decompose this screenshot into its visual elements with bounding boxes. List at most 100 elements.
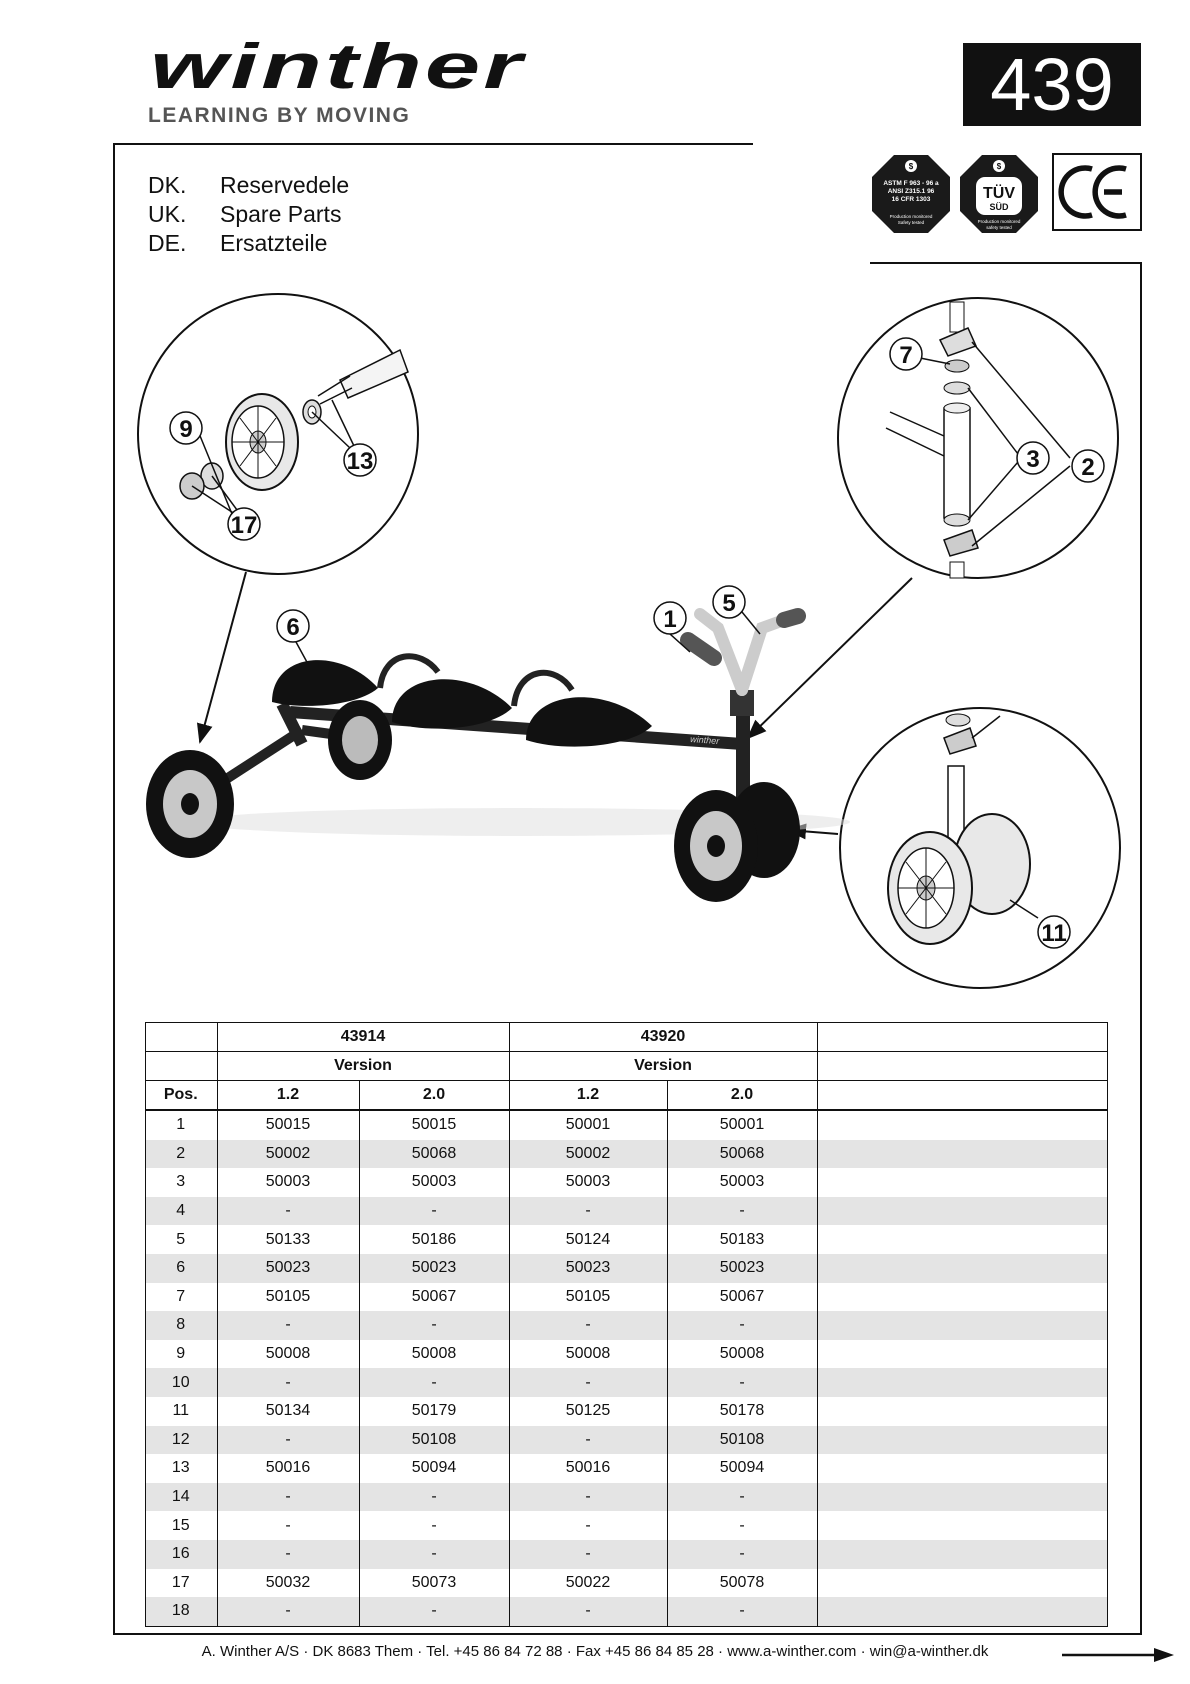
ce-mark-icon [1058, 165, 1127, 219]
part-number-cell: 50032 [216, 1568, 359, 1598]
position-cell: 14 [145, 1482, 217, 1512]
empty-cell [816, 1396, 1108, 1426]
part-number-cell: 50179 [358, 1396, 509, 1426]
part-number-cell: 50108 [666, 1425, 817, 1455]
empty-cell [816, 1282, 1108, 1312]
part-number-cell: 50016 [508, 1454, 667, 1483]
part-number-cell: 50003 [358, 1168, 509, 1197]
detail-circle-rear-wheel [137, 293, 419, 575]
position-cell: 9 [176, 1345, 186, 1363]
part-number-cell: - [358, 1311, 509, 1340]
position-cell: 1 [176, 1116, 186, 1134]
tuv-line: SÜD [989, 202, 1009, 212]
empty-cell [816, 1539, 1108, 1569]
part-number-cell: - [508, 1311, 667, 1340]
position-cell: 4 [145, 1196, 217, 1226]
empty-cell [816, 1568, 1108, 1598]
language-row-uk: UK. Spare Parts [148, 201, 341, 228]
empty-cell [816, 1425, 1108, 1455]
brand-wordmark: winther [150, 42, 527, 102]
table-header-version: Version Version [145, 1051, 1108, 1081]
table-row: 15---- [145, 1511, 1108, 1540]
position-cell: 2 [145, 1139, 217, 1169]
position-cell: 10 [145, 1368, 217, 1397]
table-row: 14---- [145, 1482, 1108, 1512]
spare-parts-table: 43914 43920 Version Version Pos. 1.2 2.0… [145, 1022, 1108, 1626]
part-number-cell: 50125 [508, 1396, 667, 1426]
position-cell: 5 [176, 1230, 186, 1248]
frame-line-left [113, 143, 115, 1635]
empty-cell [816, 1368, 1108, 1397]
part-number-cell: 50015 [216, 1110, 359, 1140]
part-number-cell: - [508, 1597, 667, 1626]
empty-cell [816, 1339, 1108, 1369]
callout-7: 7 [899, 342, 912, 369]
astm-line: ASTM F 963 - 96 a [883, 180, 939, 187]
table-row: 4---- [145, 1196, 1108, 1226]
version-header: Version [216, 1051, 509, 1081]
footer-contact: A. Winther A/S · DK 8683 Them · Tel. +45… [201, 1643, 989, 1660]
part-number-cell: - [666, 1311, 817, 1340]
exploded-view-illustration: winther 9 13 17 7 3 2 11 6 1 5 [137, 293, 1121, 989]
astm-safety-badge: $ ASTM F 963 - 96 a ANSI Z315.1 96 16 CF… [872, 155, 950, 233]
language-label: Ersatzteile [220, 230, 328, 256]
winther-logo: winther [150, 42, 527, 102]
part-number-cell: - [216, 1196, 359, 1226]
table-header-products: 43914 43920 [145, 1022, 1108, 1052]
table-row: 18---- [145, 1597, 1108, 1626]
part-number-cell: - [666, 1597, 817, 1626]
connector-arrow [746, 577, 913, 740]
part-number-cell: - [358, 1368, 509, 1397]
callout-11: 11 [1041, 920, 1066, 947]
part-number-cell: - [508, 1482, 667, 1512]
part-number-cell: 50124 [508, 1225, 667, 1254]
callout-1: 1 [663, 606, 676, 633]
model-number: 439 [963, 43, 1141, 126]
part-number-cell: 50105 [508, 1282, 667, 1312]
part-number-cell: 50023 [508, 1253, 667, 1283]
position-cell: 8 [145, 1311, 217, 1340]
part-number-cell: - [666, 1196, 817, 1226]
version-number-header: 1.2 [508, 1080, 667, 1111]
next-page-arrow-icon [1062, 1648, 1174, 1662]
tuv-sud-badge: $ TÜV SÜD Production monitored safety te… [960, 155, 1038, 233]
part-number-cell: 50008 [508, 1339, 667, 1369]
position-cell: 11 [172, 1402, 190, 1420]
callout-17: 17 [231, 512, 258, 539]
svg-text:$: $ [997, 162, 1002, 171]
part-number-cell: - [508, 1511, 667, 1540]
language-label: Reservedele [220, 172, 350, 198]
part-number-cell: 50008 [666, 1339, 817, 1369]
empty-cell [816, 1482, 1108, 1512]
frame-line-top [113, 143, 753, 145]
detail-circle-front-wheels [839, 707, 1121, 989]
part-number-cell: 50094 [358, 1454, 509, 1483]
callout-9: 9 [179, 416, 192, 443]
part-number-cell: 50108 [358, 1425, 509, 1455]
callout-13: 13 [347, 448, 374, 475]
ce-mark-badge [1052, 153, 1142, 231]
version-number-header: 1.2 [216, 1080, 359, 1111]
position-cell: 18 [145, 1597, 217, 1626]
frame-line-right [1140, 262, 1142, 1635]
version-number-header: 2.0 [666, 1080, 817, 1111]
table-row: 16---- [145, 1539, 1108, 1569]
connector-arrow [196, 571, 247, 744]
empty-cell [816, 1454, 1108, 1483]
astm-footer: Production monitored [890, 214, 933, 219]
part-number-cell: 50003 [216, 1168, 359, 1197]
astm-footer: Safety tested [898, 220, 925, 225]
part-number-cell: - [358, 1482, 509, 1512]
part-number-cell: 50023 [666, 1253, 817, 1283]
empty-cell [816, 1196, 1108, 1226]
position-cell: 17 [171, 1573, 190, 1591]
empty-cell [816, 1597, 1108, 1626]
table-header-columns: Pos. 1.2 2.0 1.2 2.0 [145, 1080, 1108, 1111]
table-row: 8---- [145, 1311, 1108, 1340]
frame-line-right-top [870, 262, 1142, 264]
part-number-cell: - [666, 1368, 817, 1397]
part-number-cell: 50015 [358, 1110, 509, 1140]
part-number-cell: - [358, 1539, 509, 1569]
